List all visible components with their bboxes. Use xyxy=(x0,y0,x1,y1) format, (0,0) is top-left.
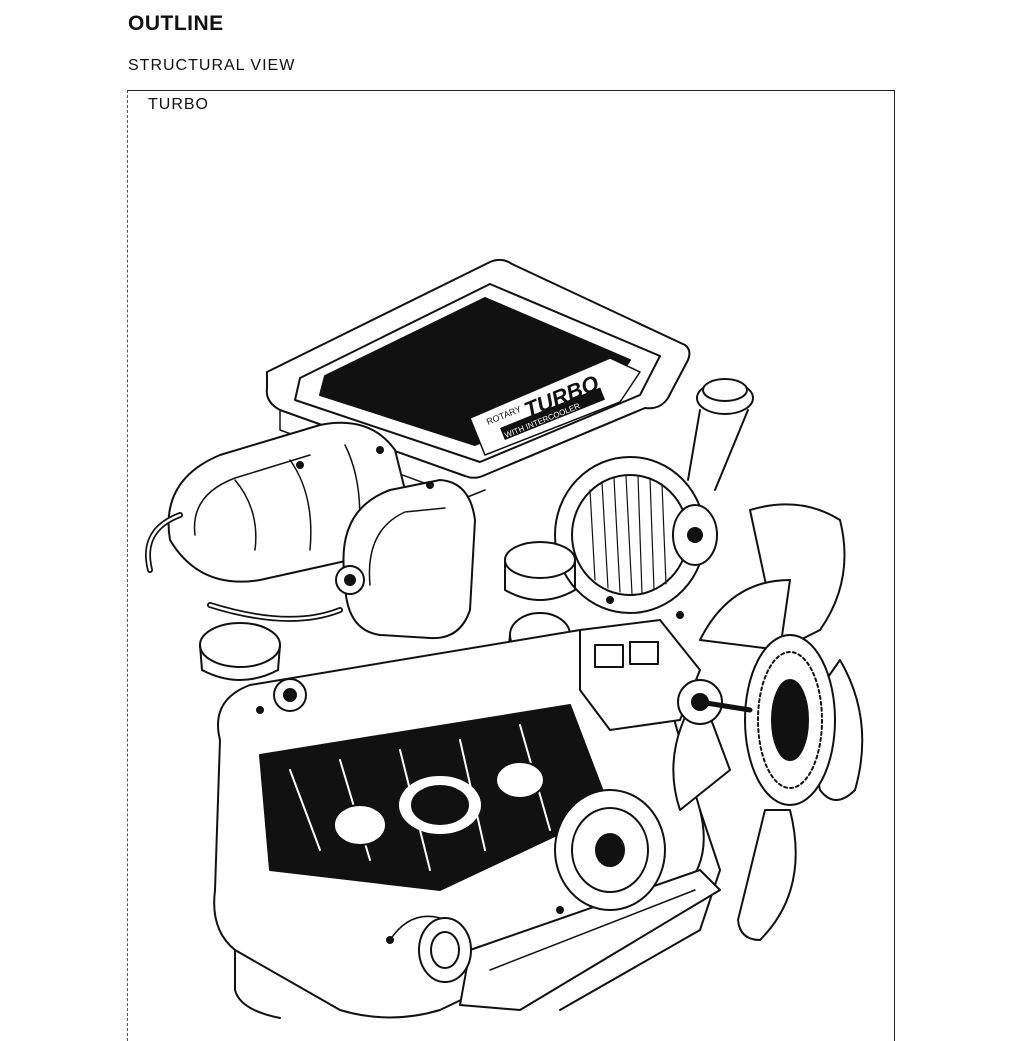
oil-filter xyxy=(389,915,472,983)
water-pump xyxy=(579,619,753,731)
oil-pan xyxy=(459,869,721,1011)
oil-filler-cap xyxy=(687,378,754,491)
emblem-band xyxy=(499,387,606,441)
page-heading: OUTLINE xyxy=(128,12,224,35)
intake-manifold xyxy=(167,421,476,640)
engine-illustration: ROTARY TURBO WITH INTERCOOLER xyxy=(145,258,864,1019)
crank-pulley xyxy=(554,789,666,911)
intercooler: ROTARY TURBO WITH INTERCOOLER xyxy=(265,258,691,499)
distributor xyxy=(199,622,307,712)
alternator xyxy=(554,456,718,614)
frame-label: TURBO xyxy=(148,96,209,113)
illustration-frame xyxy=(127,90,895,1041)
bolts xyxy=(256,446,684,944)
intake-pipe xyxy=(342,479,476,640)
section-subheading: STRUCTURAL VIEW xyxy=(128,57,296,74)
